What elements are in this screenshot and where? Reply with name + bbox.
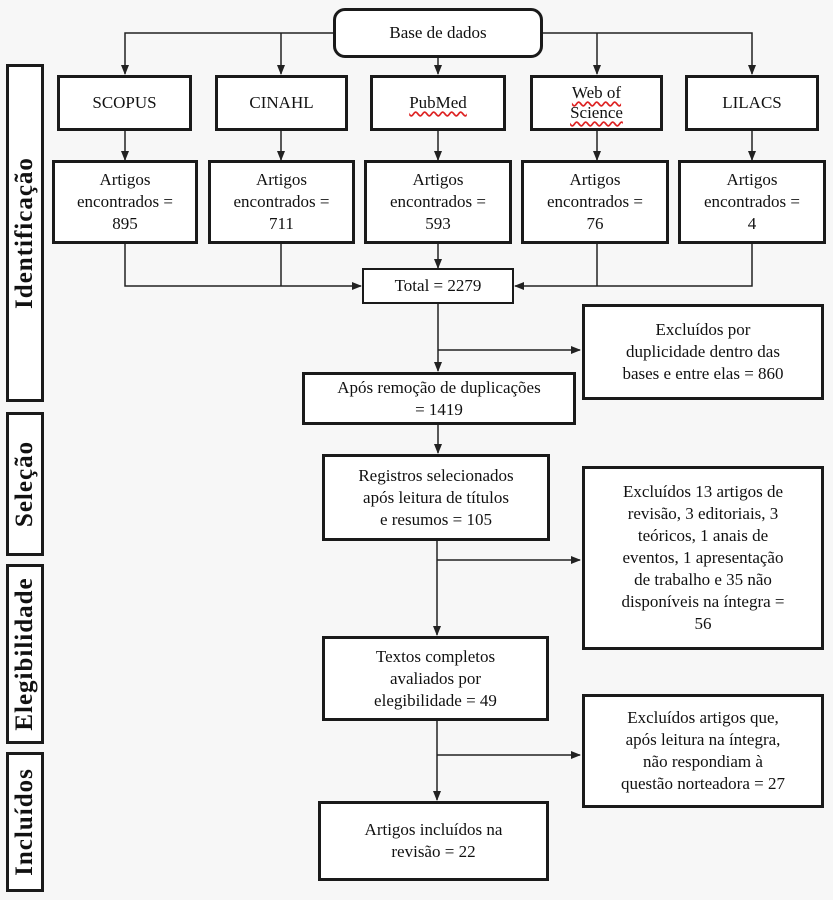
found-pubmed-text: Artigos encontrados = 593	[390, 170, 486, 233]
found-cinahl-text: Artigos encontrados = 711	[233, 170, 330, 233]
registros-selecionados-box: Registros selecionados após leitura de t…	[322, 454, 550, 541]
registros-selecionados-text: Registros selecionados após leitura de t…	[358, 465, 514, 529]
source-web-of-science: Web of Science	[530, 75, 663, 131]
apos-remocao-box: Após remoção de duplicações = 1419	[302, 372, 576, 425]
base-de-dados-box: Base de dados	[333, 8, 543, 58]
source-cinahl: CINAHL	[215, 75, 348, 131]
exclusion-duplicidade: Excluídos por duplicidade dentro das bas…	[582, 304, 824, 400]
stage-selecao: Seleção	[6, 412, 44, 556]
found-pubmed: Artigos encontrados = 593	[364, 160, 512, 244]
exclusion-leitura-integra: Excluídos artigos que, após leitura na í…	[582, 694, 824, 808]
stage-identificacao: Identificação	[6, 64, 44, 402]
exclusion-leitura-integra-text: Excluídos artigos que, após leitura na í…	[621, 708, 785, 793]
found-web-of-science: Artigos encontrados = 76	[521, 160, 669, 244]
source-pubmed: PubMed	[370, 75, 506, 131]
found-lilacs-text: Artigos encontrados = 4	[704, 170, 800, 233]
exclusion-triagem-text: Excluídos 13 artigos de revisão, 3 edito…	[621, 482, 785, 633]
connector-lilacs-found-to-total	[514, 244, 753, 290]
textos-completos-box: Textos completos avaliados por elegibili…	[322, 636, 549, 721]
artigos-incluidos-box: Artigos incluídos na revisão = 22	[318, 801, 549, 881]
found-web-of-science-text: Artigos encontrados = 76	[547, 170, 643, 233]
source-cinahl-label: CINAHL	[249, 93, 314, 112]
source-scopus-label: SCOPUS	[92, 93, 157, 112]
stage-incluidos: Incluídos	[6, 752, 44, 892]
found-cinahl: Artigos encontrados = 711	[208, 160, 355, 244]
stage-label-selecao: Seleção	[11, 440, 38, 528]
source-web-of-science-label: Web of Science	[570, 83, 623, 122]
found-scopus: Artigos encontrados = 895	[52, 160, 198, 244]
exclusion-duplicidade-text: Excluídos por duplicidade dentro das bas…	[622, 320, 784, 383]
artigos-incluidos-text: Artigos incluídos na revisão = 22	[364, 820, 503, 861]
stage-label-elegibilidade: Elegibilidade	[11, 577, 38, 731]
connector-base-to-lilacs	[543, 32, 756, 75]
apos-remocao-text: Após remoção de duplicações = 1419	[337, 377, 541, 419]
source-pubmed-label: PubMed	[409, 93, 467, 112]
total-box: Total = 2279	[362, 268, 514, 304]
base-de-dados-label: Base de dados	[389, 23, 487, 42]
stage-label-incluidos: Incluídos	[11, 768, 38, 876]
stage-label-identificacao: Identificação	[11, 157, 38, 309]
found-scopus-text: Artigos encontrados = 895	[77, 170, 173, 233]
total-text: Total = 2279	[394, 276, 482, 295]
source-lilacs: LILACS	[685, 75, 819, 131]
textos-completos-text: Textos completos avaliados por elegibili…	[374, 646, 497, 710]
connector-base-to-scopus	[121, 32, 333, 75]
stage-elegibilidade: Elegibilidade	[6, 564, 44, 744]
source-lilacs-label: LILACS	[722, 93, 782, 112]
exclusion-triagem: Excluídos 13 artigos de revisão, 3 edito…	[582, 466, 824, 650]
found-lilacs: Artigos encontrados = 4	[678, 160, 826, 244]
connector-scopus-found-to-total	[124, 244, 362, 290]
source-scopus: SCOPUS	[57, 75, 192, 131]
